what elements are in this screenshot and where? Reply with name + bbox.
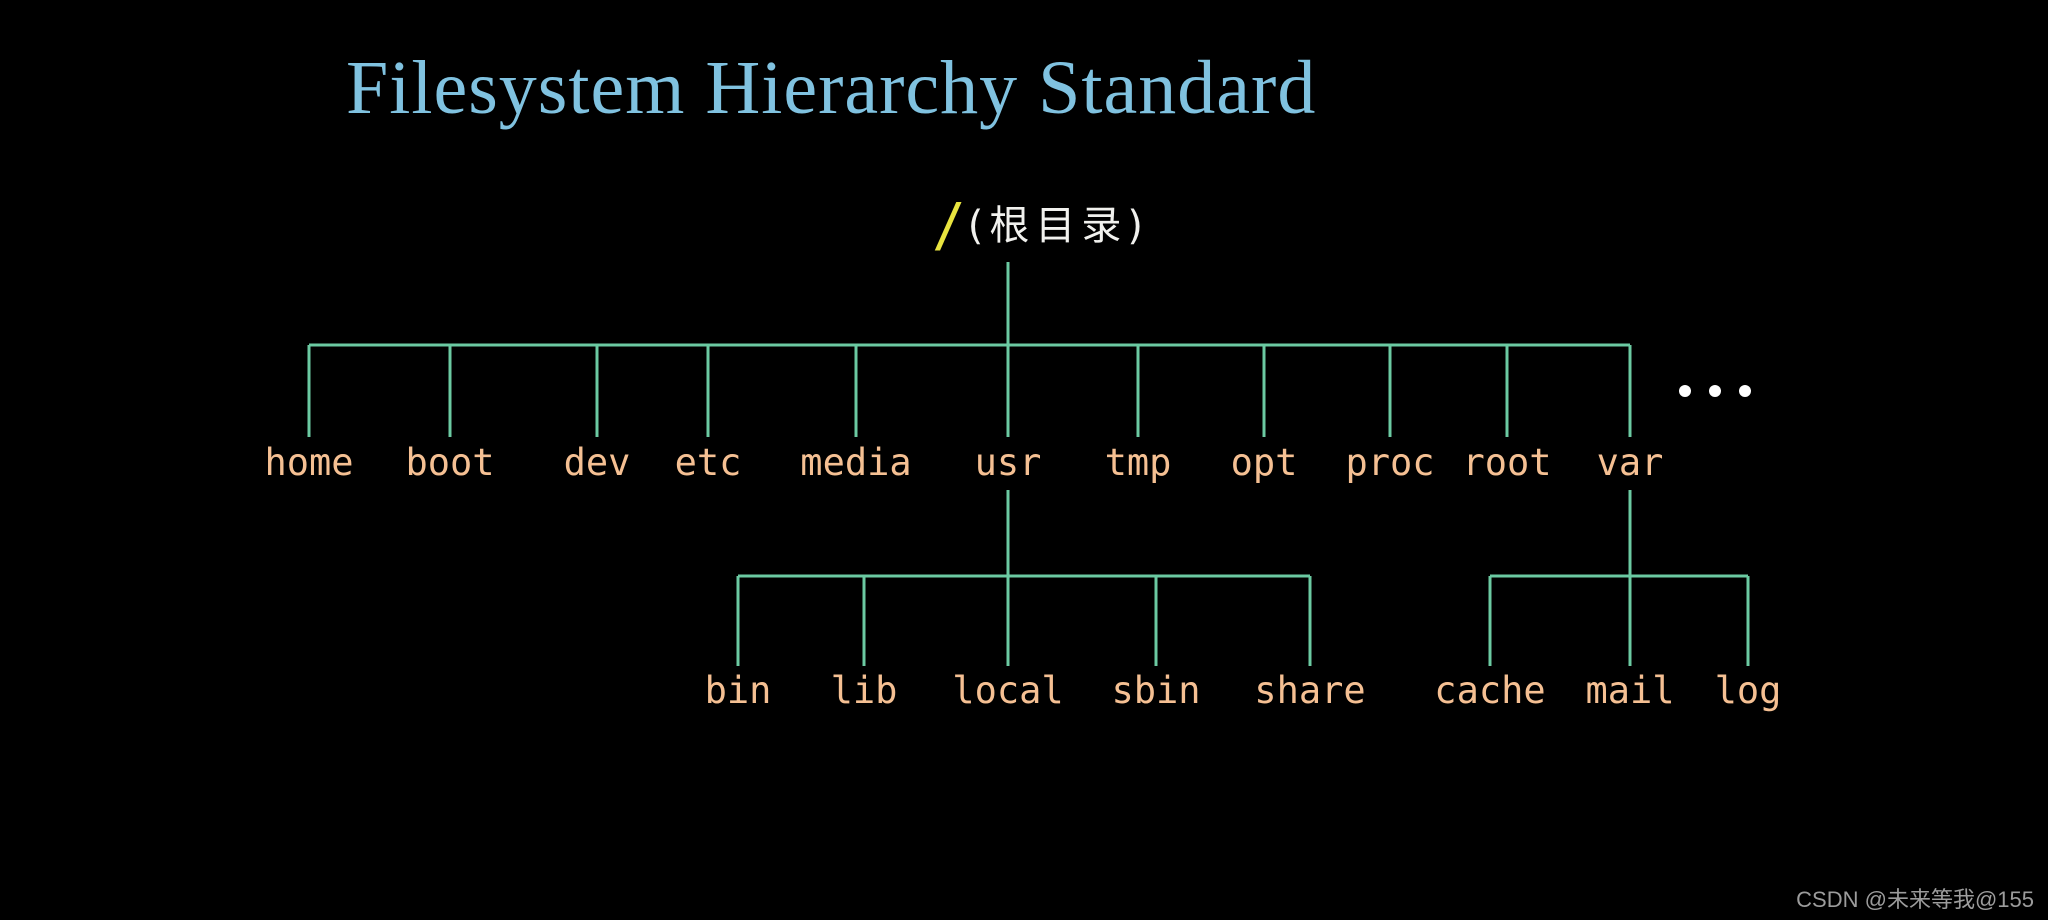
dir-label-root: root xyxy=(1462,441,1552,484)
dir-label-sbin: sbin xyxy=(1111,669,1201,712)
root-node: / (根目录) xyxy=(932,191,1149,260)
dir-label-dev: dev xyxy=(563,441,631,484)
dir-label-tmp: tmp xyxy=(1104,441,1172,484)
dir-label-share: share xyxy=(1254,669,1366,712)
dir-label-home: home xyxy=(264,441,354,484)
dir-label-media: media xyxy=(800,441,912,484)
page-title: Filesystem Hierarchy Standard xyxy=(346,46,1317,130)
dir-label-proc: proc xyxy=(1345,441,1435,484)
dir-label-opt: opt xyxy=(1230,441,1298,484)
dir-label-boot: boot xyxy=(405,441,495,484)
ellipsis-dot xyxy=(1709,385,1721,397)
dir-label-bin: bin xyxy=(704,669,772,712)
dir-label-etc: etc xyxy=(674,441,742,484)
dir-label-lib: lib xyxy=(830,669,898,712)
root-label: (根目录) xyxy=(967,203,1149,249)
dir-label-local: local xyxy=(952,669,1064,712)
ellipsis-dot xyxy=(1679,385,1691,397)
dir-label-mail: mail xyxy=(1585,669,1675,712)
dir-label-cache: cache xyxy=(1434,669,1546,712)
watermark: CSDN @未来等我@155 xyxy=(1796,887,2034,912)
dir-label-log: log xyxy=(1714,669,1782,712)
root-slash: / xyxy=(932,191,966,260)
dir-label-usr: usr xyxy=(974,441,1042,484)
dir-label-var: var xyxy=(1596,441,1664,484)
ellipsis-dot xyxy=(1739,385,1751,397)
